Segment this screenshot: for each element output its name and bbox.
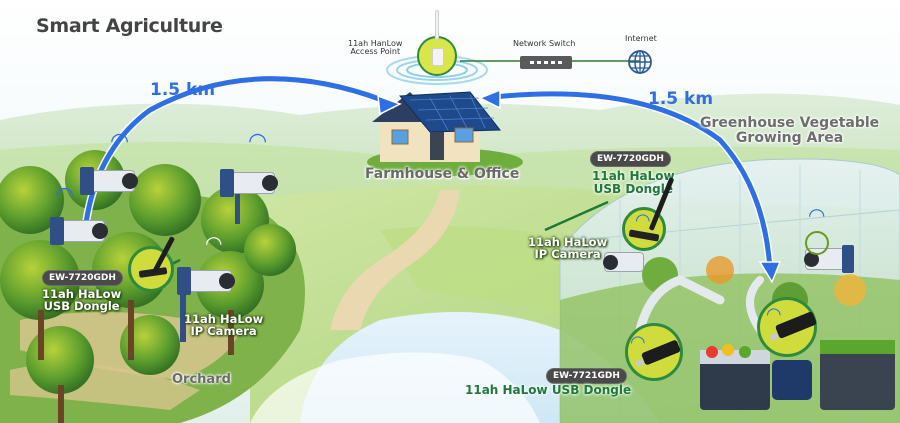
usb-dongle-icon	[628, 229, 660, 242]
wifi-icon: ◠	[248, 129, 268, 154]
ip-camera-icon	[50, 217, 108, 245]
camera-pole	[235, 194, 240, 224]
network-switch-label: Network Switch	[513, 39, 576, 48]
usb-dongle-callout-orchard	[128, 236, 176, 292]
ip-camera-icon	[80, 167, 138, 195]
wifi-icon: ◠	[766, 304, 782, 325]
wifi-icon: ◠	[808, 203, 826, 227]
ap-antenna	[435, 10, 439, 40]
orchard-label: Orchard	[172, 372, 231, 387]
ip-camera-icon	[220, 169, 278, 197]
access-point-label: 11ah HanLow Access Point	[348, 39, 403, 57]
distance-label-greenhouse: 1.5 km	[648, 89, 714, 109]
usb-dongle-callout-compact-1: ◠	[625, 323, 683, 381]
access-point-icon	[417, 36, 457, 76]
ip-camera-icon	[603, 252, 644, 272]
greenhouse-camera-label: 11ah HaLow IP Camera	[528, 235, 608, 262]
globe-icon	[628, 50, 652, 74]
model-badge-greenhouse-dongle: EW-7720GDH	[590, 151, 671, 167]
internet-label: Internet	[625, 34, 657, 43]
ip-camera-icon	[177, 267, 235, 295]
wifi-icon: ◠	[55, 183, 75, 208]
greenhouse-dongle-label: 11ah HaLow USB Dongle	[592, 169, 675, 196]
orchard-camera-label: 11ah HaLow IP Camera	[184, 312, 264, 339]
wifi-icon: ◠	[110, 129, 130, 154]
wifi-icon: ◠	[205, 231, 223, 255]
diagram-title: Smart Agriculture	[36, 15, 223, 37]
distance-label-orchard: 1.5 km	[150, 80, 216, 100]
farmhouse-label: Farmhouse & Office	[365, 166, 520, 182]
usb-dongle-callout-compact-2: ◠	[757, 297, 818, 357]
wifi-icon: ◠	[635, 210, 651, 231]
compact-dongle-label: 11ah HaLow USB Dongle	[465, 383, 632, 397]
orchard-dongle-label: 11ah HaLow USB Dongle	[42, 287, 122, 314]
orchard-trees	[0, 150, 296, 423]
network-switch-icon	[520, 56, 572, 69]
usb-dongle-callout-greenhouse: ◠	[622, 177, 675, 251]
greenhouse-area-label: Greenhouse Vegetable Growing Area	[700, 115, 880, 146]
usb-dongle-icon	[640, 339, 682, 366]
camera-antenna-ring	[805, 231, 829, 255]
model-badge-compact-dongle: EW-7721GDH	[546, 368, 627, 384]
wifi-icon: ◠	[630, 332, 646, 353]
right-range-arrow	[484, 91, 773, 271]
farmhouse	[367, 91, 523, 176]
model-badge-orchard-dongle: EW-7720GDH	[42, 270, 123, 286]
camera-pole	[180, 292, 186, 342]
